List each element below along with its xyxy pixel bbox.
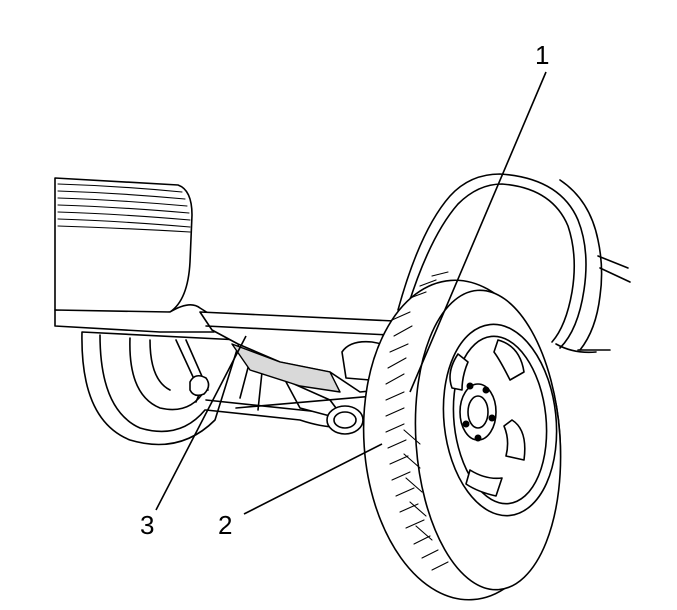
callout-2: 2	[218, 510, 232, 540]
leader-line-1	[409, 71, 547, 393]
far-rear-wheel	[81, 331, 241, 446]
rear-bumper-body	[54, 177, 217, 333]
wheel-rim	[442, 323, 558, 517]
wheel-well-fender	[397, 173, 631, 354]
exhaust-tail-pipe	[284, 379, 364, 435]
leader-line-3	[155, 335, 247, 511]
callout-1: 1	[535, 40, 549, 70]
leader-line-2	[243, 443, 383, 515]
callout-3: 3	[140, 510, 154, 540]
leader-lines	[155, 71, 547, 515]
